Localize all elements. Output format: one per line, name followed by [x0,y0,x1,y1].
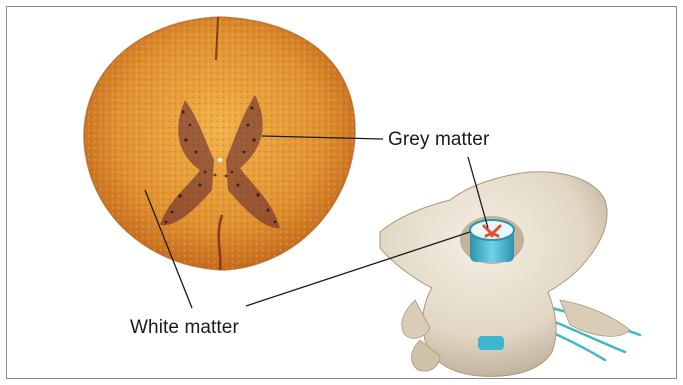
spinal-cord-section [84,17,355,270]
vertebra-illustration [380,172,640,377]
grey-matter-label: Grey matter [388,129,489,151]
white-matter-label: White matter [130,317,239,339]
